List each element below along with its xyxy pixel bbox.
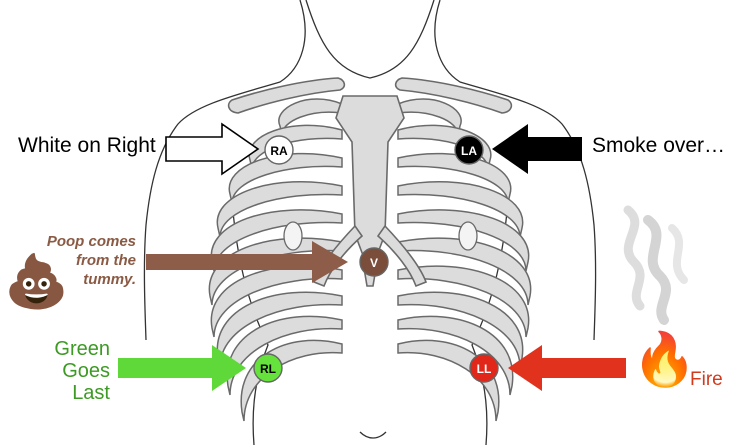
arrow-la — [492, 124, 582, 174]
fire-emoji-icon: 🔥 — [632, 330, 697, 390]
v-mnemonic: Poop comes from the tummy. — [46, 233, 136, 288]
smoke-icon — [623, 205, 688, 325]
electrode-ra-label: RA — [270, 144, 288, 158]
scapula-edges — [283, 221, 478, 251]
electrode-v: V — [359, 247, 389, 277]
rib-left-9 — [397, 315, 514, 396]
electrode-rl: RL — [253, 353, 283, 383]
la-mnemonic: Smoke over… — [592, 134, 726, 157]
rib-right-10 — [240, 339, 343, 422]
rl-mnemonic: Green Goes Last — [54, 338, 110, 404]
electrode-la-label: LA — [461, 144, 477, 158]
electrode-la: LA — [454, 135, 484, 165]
torso-outline — [143, 0, 597, 445]
electrode-ra: RA — [264, 135, 294, 165]
rib-cage — [208, 98, 532, 422]
electrode-v-label: V — [370, 256, 378, 270]
rib-right-4 — [216, 181, 343, 238]
clavicles — [227, 77, 513, 114]
arrow-ll — [508, 345, 626, 391]
rib-left-4 — [397, 181, 524, 238]
arrow-v — [146, 241, 348, 283]
poop-emoji-icon: 💩 — [4, 252, 69, 312]
ll-mnemonic: Fire — [690, 369, 723, 390]
electrode-ll: LL — [469, 353, 499, 383]
electrode-rl-label: RL — [260, 362, 276, 376]
electrode-ll-label: LL — [477, 362, 492, 376]
rib-left-7 — [397, 265, 530, 338]
arrow-ra — [165, 122, 260, 176]
ra-mnemonic: White on Right — [18, 134, 156, 157]
arrow-rl — [118, 345, 246, 391]
rib-right-9 — [226, 315, 343, 396]
rib-left-5 — [397, 209, 530, 272]
